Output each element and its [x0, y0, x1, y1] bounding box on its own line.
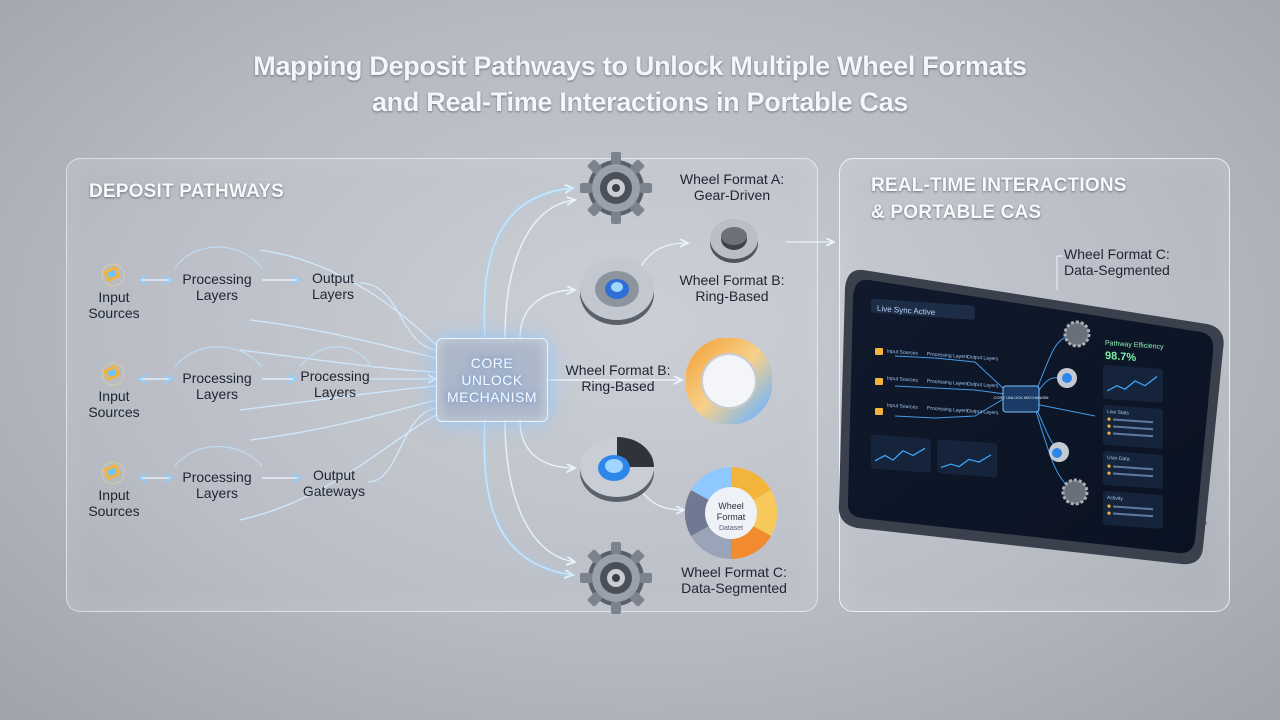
ring-wheel-icon[interactable] [578, 252, 656, 328]
tablet-metric-value: 98.7% [1105, 350, 1136, 364]
ring-wheel-glow-icon[interactable] [686, 338, 772, 424]
gear-wheel-icon[interactable] [578, 540, 654, 616]
wheel-format-c-label: Wheel Format C:Data-Segmented [1064, 246, 1170, 278]
tablet-header: Live Sync Active [877, 304, 936, 317]
wheel-format-b-label: Wheel Format B:Ring-Based [679, 272, 785, 304]
tablet-panel-title: Activity [1107, 495, 1123, 502]
ring-wheel-icon[interactable] [578, 432, 656, 506]
wheel-format-c-label: Wheel Format C:Data-Segmented [681, 564, 787, 596]
title-line-2: and Real-Time Interactions in Portable C… [371, 87, 909, 117]
wheel-format-a-label: Wheel Format A:Gear-Driven [679, 171, 785, 203]
tablet-core: CORE UNLOCK MECHANISM [994, 395, 1049, 400]
deposit-pathways-title: DEPOSIT PATHWAYS [89, 181, 284, 202]
segment-text-1: Wheel [718, 501, 744, 511]
input-sources-icon [101, 263, 125, 287]
tablet-panel-title: Live Stats [1107, 409, 1129, 417]
tablet-metric-label: Pathway Efficiency [1105, 340, 1164, 351]
tablet-row-processing: Processing Layers [927, 405, 969, 414]
tablet-row-output: Output Layers [967, 381, 999, 389]
tablet-row-output: Output Layers [967, 408, 999, 416]
tablet-row-input: Input Sources [887, 403, 918, 411]
input-sources-icon [101, 461, 125, 485]
core-unlock-mechanism[interactable]: CORE UNLOCK MECHANISM [436, 338, 548, 422]
real-time-title-line-1: REAL-TIME INTERACTIONS [871, 175, 1127, 196]
input-sources-icon [101, 362, 125, 386]
title-line-1: Mapping Deposit Pathways to Unlock Multi… [253, 51, 1027, 81]
gear-wheel-icon[interactable] [578, 150, 654, 226]
segment-text-3: Dataset [719, 525, 743, 532]
tablet-row-processing: Processing Layers [927, 378, 969, 387]
tablet-row-output: Output Layers [967, 354, 999, 362]
data-segmented-wheel-icon[interactable]: Wheel Format Dataset [682, 464, 780, 562]
ring-wheel-icon[interactable] [706, 212, 762, 268]
page-title: Mapping Deposit Pathways to Unlock Multi… [0, 48, 1280, 120]
core-line-1: CORE [470, 354, 514, 371]
real-time-title-line-2: & PORTABLE CAS [871, 202, 1042, 223]
core-line-3: MECHANISM [446, 388, 538, 405]
core-line-2: UNLOCK [461, 371, 523, 388]
tablet-row-input: Input Sources [887, 349, 918, 357]
wheel-format-b-label: Wheel Format B:Ring-Based [565, 362, 671, 394]
segment-text-2: Format [717, 512, 746, 522]
real-time-title: REAL-TIME INTERACTIONS & PORTABLE CAS [871, 172, 1127, 226]
tablet-row-processing: Processing Layers [927, 351, 969, 360]
tablet-row-input: Input Sources [887, 376, 918, 384]
portable-tablet[interactable]: Live Sync Active Pathway Efficiency 98.7… [835, 266, 1227, 566]
tablet-panel-title: User Data [1107, 455, 1130, 463]
